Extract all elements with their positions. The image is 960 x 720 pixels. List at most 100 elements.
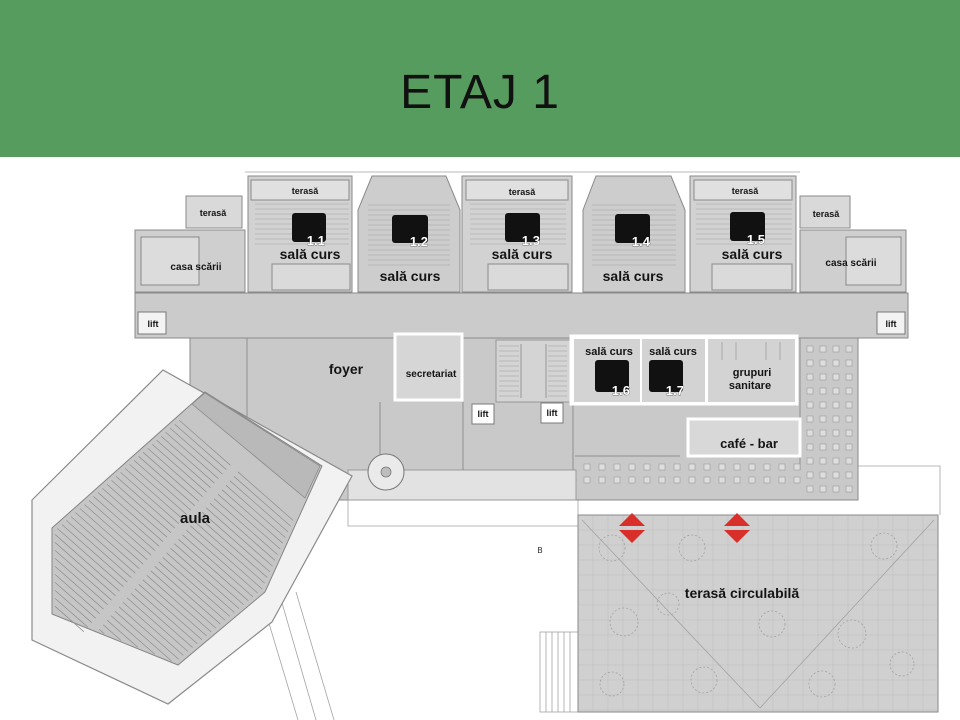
cafe-table xyxy=(832,443,840,451)
stairwell-east-core xyxy=(845,236,902,286)
cafe-table xyxy=(733,463,741,471)
aula-seat-row xyxy=(118,606,179,660)
aula-seat-row xyxy=(165,431,219,479)
room-labels: terasă terasă terasă terasă terasă casa … xyxy=(148,186,897,601)
room-number-marker xyxy=(392,215,428,243)
terrace-features xyxy=(581,519,935,709)
lift-shaft-central-left xyxy=(471,403,495,425)
lecture-room-label: sală curs xyxy=(492,246,553,262)
room-number: 1.4 xyxy=(632,234,651,249)
aula-seat-row xyxy=(156,440,211,488)
cafe-table xyxy=(819,373,827,381)
lift-shaft-west xyxy=(137,311,167,335)
aula-seat-row xyxy=(166,552,235,613)
cafe-table xyxy=(819,359,827,367)
cafe-table xyxy=(688,476,696,484)
aula-hall xyxy=(51,391,323,666)
secretariat-label: secretariat xyxy=(406,369,457,380)
aula-stage xyxy=(191,392,321,499)
cafe-table xyxy=(832,345,840,353)
aula-seat-row xyxy=(233,476,291,527)
room-number: 1.6 xyxy=(612,383,630,398)
aula-seat-row xyxy=(61,524,128,583)
cafe-table xyxy=(819,401,827,409)
room-number-marker xyxy=(730,212,765,241)
cafe-table xyxy=(793,463,801,471)
aula-seat-row xyxy=(146,575,212,633)
cafe-table xyxy=(806,415,814,423)
terrace-planter xyxy=(598,534,626,562)
cafe-table xyxy=(598,476,606,484)
cafe-table xyxy=(778,463,786,471)
aula-seat-row xyxy=(178,539,249,602)
aula-seat-row xyxy=(54,606,85,632)
terrace-room-1-1 xyxy=(250,179,350,201)
walkway-line xyxy=(279,595,317,720)
aula-seat-row xyxy=(99,629,105,635)
lift-label: lift xyxy=(886,319,897,329)
cafe-table xyxy=(832,401,840,409)
cafe-table xyxy=(845,387,853,395)
aula-seat-row xyxy=(115,476,176,529)
aula-seat-row xyxy=(221,489,284,544)
aula-seat-row xyxy=(162,557,231,617)
stairwell-label: casa scării xyxy=(170,262,221,273)
aula-seat-row xyxy=(150,570,217,629)
room-number-marker xyxy=(505,213,540,242)
aula-seat-row xyxy=(133,460,192,511)
walkway-line xyxy=(295,591,335,720)
terrace-edge-line xyxy=(858,465,941,515)
cafe-table xyxy=(598,463,606,471)
aula-seat-row xyxy=(57,528,124,587)
terrace-planter xyxy=(889,651,915,677)
restroom-label-line2: sanitare xyxy=(729,380,771,392)
aula-seat-row xyxy=(179,419,231,466)
secretariat-room xyxy=(393,332,464,402)
aula-seating xyxy=(54,419,294,662)
cafe-table xyxy=(806,373,814,381)
corridor xyxy=(134,292,909,339)
aula-seat-row xyxy=(124,468,184,520)
cafe-table xyxy=(819,457,827,465)
terrace-label: terasă xyxy=(509,187,537,197)
terrace-room-1-3 xyxy=(465,179,569,201)
cafe-table xyxy=(583,463,591,471)
aula-seat-row xyxy=(66,520,132,578)
aula-seat-row xyxy=(182,534,254,598)
aula-seat-row xyxy=(169,427,223,475)
terrace-planter xyxy=(599,671,625,697)
cafe-table xyxy=(748,476,756,484)
page-title: ETAJ 1 xyxy=(400,66,560,119)
aula-seat-row xyxy=(229,480,289,533)
annex-room-1-3 xyxy=(487,263,569,291)
restroom-area xyxy=(708,339,795,402)
terrace-planter xyxy=(656,592,680,616)
up-down-arrow-icon xyxy=(619,513,645,543)
walkable-terrace-label: terasă circulabilă xyxy=(685,585,800,601)
section-marker: B xyxy=(537,546,543,555)
terrace-label: terasă xyxy=(200,208,228,218)
room-number-marker xyxy=(615,214,650,243)
aula-seat-row xyxy=(158,561,226,621)
spiral-stair-core xyxy=(380,466,392,478)
aula-seat-row xyxy=(75,512,140,569)
stairwell-west-core xyxy=(140,236,200,286)
aula-seat-row xyxy=(142,579,207,637)
lecture-room-label: sală curs xyxy=(722,246,783,262)
terrace-planter xyxy=(808,670,836,698)
aula-seat-row xyxy=(225,485,286,538)
aula-seat-row xyxy=(97,492,160,547)
cafe-table xyxy=(703,463,711,471)
aula-seat-row xyxy=(209,503,276,561)
cafe-table xyxy=(658,463,666,471)
aula-seat-row xyxy=(88,500,152,556)
cafe-table xyxy=(643,463,651,471)
terrace-paving-grid xyxy=(579,516,937,711)
lecture-room-label: sală curs xyxy=(380,268,441,284)
cafe-table xyxy=(806,443,814,451)
terrace-label: terasă xyxy=(813,209,841,219)
room-number-marker xyxy=(649,360,683,392)
cafe-table xyxy=(832,429,840,437)
terrace-planter xyxy=(758,610,786,638)
